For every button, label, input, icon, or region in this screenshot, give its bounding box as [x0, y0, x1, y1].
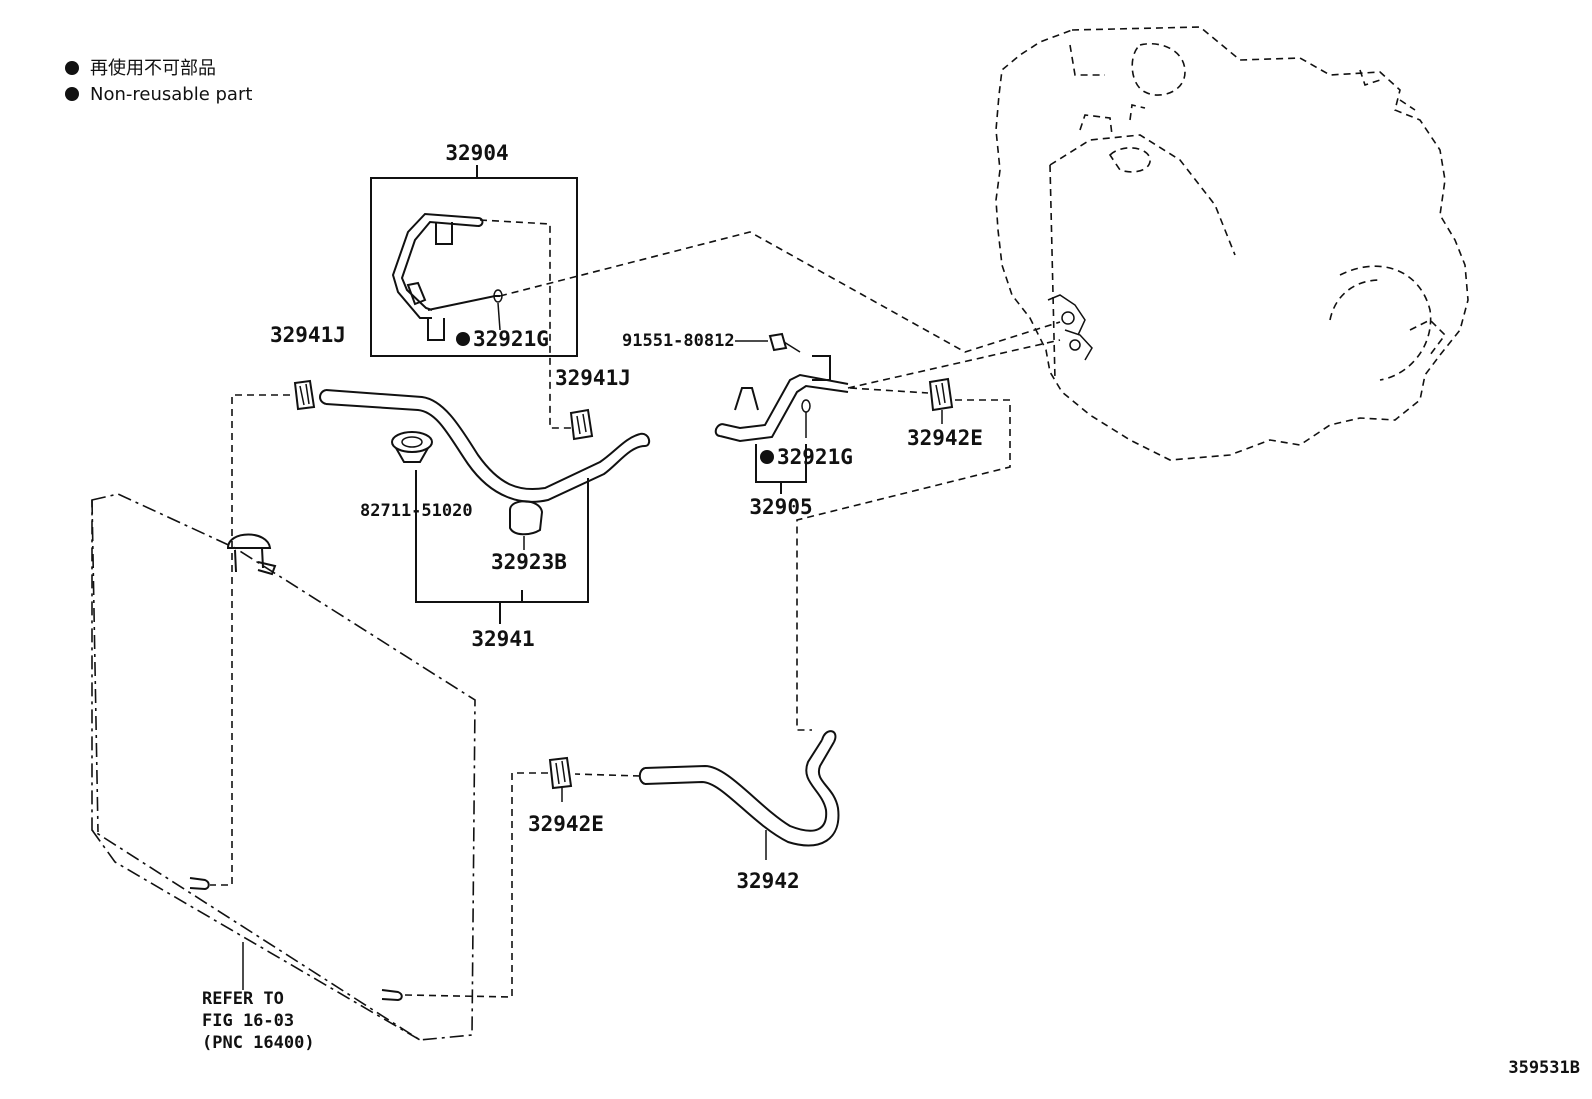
part-label-32942E-right[interactable]: 32942E	[907, 426, 983, 450]
part-label-32941J-right[interactable]: 32941J	[555, 366, 631, 390]
refer-line-3: (PNC 16400)	[202, 1033, 315, 1053]
part-label-82711-51020[interactable]: 82711-51020	[360, 501, 473, 521]
part-labels: 32904 32921G 32941J 32941J 91551-80812 3…	[202, 141, 1580, 1078]
assembly-box-32904	[370, 177, 578, 357]
non-reusable-dot-icon	[65, 87, 79, 101]
lower-hose-32942	[548, 730, 840, 860]
part-label-32923B[interactable]: 32923B	[491, 550, 567, 574]
part-label-32905[interactable]: 32905	[749, 495, 812, 519]
part-label-91551-80812[interactable]: 91551-80812	[622, 331, 735, 351]
legend: 再使用不可部品 Non-reusable part	[65, 58, 252, 105]
non-reusable-dot-icon	[456, 332, 470, 346]
part-label-32941[interactable]: 32941	[471, 627, 534, 651]
tube-assembly-32904	[370, 165, 578, 357]
connection-lines	[210, 219, 1061, 998]
part-label-32904[interactable]: 32904	[445, 141, 508, 165]
part-label-32921G-upper[interactable]: 32921G	[473, 327, 549, 351]
non-reusable-dot-icon	[760, 450, 774, 464]
tube-assembly-32905	[714, 332, 954, 494]
refer-line-1: REFER TO	[202, 989, 284, 1009]
part-label-32942[interactable]: 32942	[736, 869, 799, 893]
legend-japanese: 再使用不可部品	[90, 58, 216, 79]
upper-hose-32941	[293, 379, 651, 624]
refer-line-2: FIG 16-03	[202, 1011, 294, 1031]
part-label-32942E-bottom[interactable]: 32942E	[528, 812, 604, 836]
part-label-32921G-lower[interactable]: 32921G	[777, 445, 853, 469]
radiator-outline	[91, 493, 476, 1041]
transmission-outline	[995, 26, 1469, 461]
part-label-32941J-left[interactable]: 32941J	[270, 323, 346, 347]
non-reusable-dot-icon	[65, 61, 79, 75]
figure-id: 359531B	[1508, 1058, 1580, 1078]
legend-english: Non-reusable part	[90, 84, 252, 105]
